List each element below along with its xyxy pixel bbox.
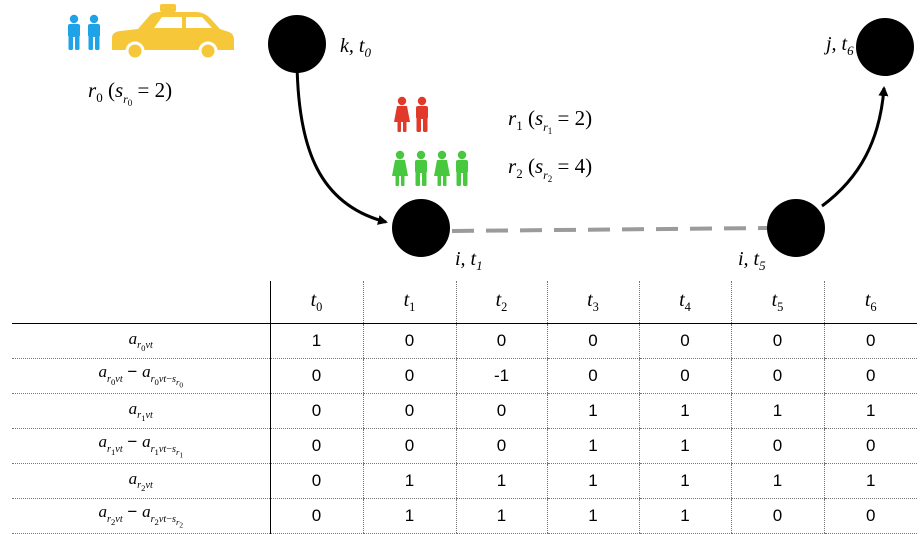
- table-cell: -1: [455, 358, 547, 394]
- row-label: ar1vt − ar1vt−sr1: [12, 428, 271, 464]
- table-cell: 0: [269, 358, 363, 394]
- table-cell: 0: [455, 393, 547, 429]
- edge-k-to-i1: [295, 61, 388, 225]
- table-cell: 0: [455, 323, 547, 359]
- table-cell: 1: [730, 393, 824, 429]
- label-r0: r0 (sr0 = 2): [88, 78, 172, 108]
- header-corner: [12, 281, 271, 324]
- table-cell: 0: [823, 323, 917, 359]
- node-k-t0: [268, 15, 326, 73]
- table-cell: 1: [638, 498, 731, 534]
- r1-passengers-icon: [394, 96, 428, 132]
- table-cell: 0: [362, 428, 456, 464]
- column-header-t1: t1: [362, 281, 456, 324]
- table-cell: 0: [730, 358, 824, 394]
- column-header-t5: t5: [730, 281, 824, 324]
- table-cell: 0: [269, 393, 363, 429]
- row-label: ar0vt − ar0vt−sr0: [12, 358, 271, 394]
- node-i-t5: [767, 199, 825, 257]
- table-cell: 1: [546, 393, 639, 429]
- label-j-t6: j, t6: [823, 33, 854, 58]
- node-j-t6: [856, 18, 914, 76]
- table-cell: 0: [546, 323, 639, 359]
- table-cell: 1: [638, 463, 731, 499]
- table-cell: 1: [455, 463, 547, 499]
- column-header-t4: t4: [638, 281, 731, 324]
- table-cell: 1: [546, 428, 639, 464]
- table-cell: 1: [362, 498, 456, 534]
- table-cell: 1: [823, 463, 917, 499]
- table-cell: 0: [362, 393, 456, 429]
- taxi-icon: [112, 4, 234, 61]
- row-label: ar2vt: [12, 463, 271, 499]
- table-cell: 1: [269, 323, 363, 359]
- table-cell: 1: [730, 463, 824, 499]
- edge-i5-to-j: [821, 86, 889, 208]
- table-cell: 0: [730, 428, 824, 464]
- column-header-t2: t2: [455, 281, 547, 324]
- r0-passengers-icon: [68, 14, 100, 50]
- row-label: ar0vt: [12, 323, 271, 359]
- table-cell: 0: [823, 498, 917, 534]
- table-cell: 0: [269, 428, 363, 464]
- column-header-t0: t0: [269, 281, 363, 324]
- table-cell: 0: [269, 498, 363, 534]
- table-cell: 1: [362, 463, 456, 499]
- column-header-t3: t3: [546, 281, 639, 324]
- column-header-t6: t6: [823, 281, 917, 324]
- r2-passengers-icon: [392, 150, 468, 186]
- label-r1: r1 (sr1 = 2): [508, 106, 592, 136]
- label-k-t0: k, t0: [340, 35, 371, 60]
- table-cell: 0: [730, 323, 824, 359]
- table-cell: 0: [546, 358, 639, 394]
- node-i-t1: [392, 199, 450, 257]
- table-cell: 0: [823, 358, 917, 394]
- table-cell: 0: [362, 358, 456, 394]
- table-cell: 0: [823, 428, 917, 464]
- label-i-t1: i, t1: [455, 248, 483, 273]
- table-cell: 1: [638, 393, 731, 429]
- label-i-t5: i, t5: [738, 248, 766, 273]
- table-cell: 0: [362, 323, 456, 359]
- table-cell: 1: [546, 498, 639, 534]
- label-r2: r2 (sr2 = 4): [508, 154, 592, 184]
- table-cell: 1: [823, 393, 917, 429]
- table-cell: 0: [455, 428, 547, 464]
- edge-i1-to-i5-dashed: [451, 226, 769, 233]
- table-cell: 0: [638, 323, 731, 359]
- row-label: ar1vt: [12, 393, 271, 429]
- table-cell: 1: [638, 428, 731, 464]
- routing-diagram: k, t0 i, t1 i, t5 j, t6 r0 (sr0 = 2) r1 …: [68, 4, 914, 273]
- table-cell: 1: [546, 463, 639, 499]
- table-cell: 0: [730, 498, 824, 534]
- table-cell: 0: [269, 463, 363, 499]
- table-cell: 1: [455, 498, 547, 534]
- table-cell: 0: [638, 358, 731, 394]
- row-label: ar2vt − ar2vt−sr2: [12, 498, 271, 534]
